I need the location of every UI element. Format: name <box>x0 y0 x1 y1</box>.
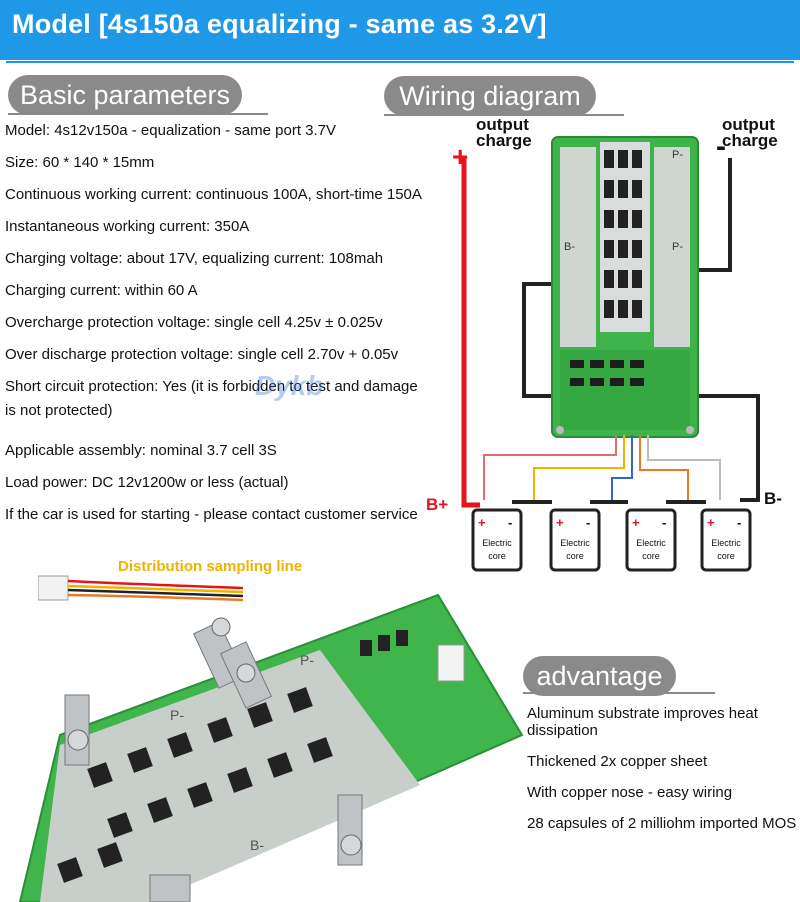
advantage-item: Aluminum substrate improves heat dissipa… <box>527 705 758 739</box>
board-p-minus-label-2: P- <box>672 241 683 253</box>
param-assembly: Applicable assembly: nominal 3.7 cell 3S <box>5 442 277 459</box>
svg-text:-: - <box>662 515 666 530</box>
photo-pad-b: B- <box>250 837 264 853</box>
param-load-power: Load power: DC 12v1200w or less (actual) <box>5 474 289 491</box>
output-label-left-2: charge <box>476 131 532 150</box>
page-title: Model [4s150a equalizing - same as 3.2V] <box>12 9 547 39</box>
sampling-wire-orange <box>639 435 689 500</box>
param-charging-current: Charging current: within 60 A <box>5 282 198 299</box>
param-model: Model: 4s12v150a - equalization - same p… <box>5 122 337 139</box>
sampling-connector <box>38 575 244 602</box>
param-continuous-current: Continuous working current: continuous 1… <box>5 186 422 203</box>
param-starting: If the car is used for starting - please… <box>5 506 418 523</box>
svg-text:+: + <box>556 515 564 530</box>
banner-divider <box>6 61 794 63</box>
parameters-list: Model: 4s12v150a - equalization - same p… <box>5 120 475 536</box>
basic-parameters-underline <box>8 113 268 115</box>
svg-text:-: - <box>508 515 512 530</box>
svg-text:Electric: Electric <box>482 538 512 548</box>
param-size: Size: 60 * 140 * 15mm <box>5 154 155 171</box>
advantage-item: Thickened 2x copper sheet <box>527 753 708 770</box>
sampling-wire-gray <box>647 435 721 500</box>
svg-text:+: + <box>632 515 640 530</box>
basic-parameters-heading: Basic parameters <box>8 75 242 115</box>
svg-text:core: core <box>566 551 584 561</box>
svg-text:core: core <box>488 551 506 561</box>
svg-text:Electric: Electric <box>711 538 741 548</box>
photo-pad-p2: P- <box>300 652 314 668</box>
b-plus-label: B+ <box>426 495 448 514</box>
wiring-diagram-heading: Wiring diagram <box>384 76 596 116</box>
svg-text:-: - <box>737 515 741 530</box>
board-p-minus-label-1: P- <box>672 149 683 161</box>
output-label-right-2: charge <box>722 131 778 150</box>
wiring-diagram-underline <box>384 114 624 116</box>
advantage-item: With copper nose - easy wiring <box>527 784 733 801</box>
param-overcharge: Overcharge protection voltage: single ce… <box>5 314 383 331</box>
svg-text:+: + <box>707 515 715 530</box>
advantage-item: 28 capsules of 2 milliohm imported MOS <box>527 815 797 832</box>
param-overdischarge: Over discharge protection voltage: singl… <box>5 346 399 363</box>
param-instantaneous-current: Instantaneous working current: 350A <box>5 218 250 235</box>
svg-text:-: - <box>586 515 590 530</box>
battery-cell-1: + - Electric core <box>471 508 523 572</box>
svg-text:core: core <box>717 551 735 561</box>
advantage-underline <box>523 692 715 694</box>
svg-text:Electric: Electric <box>560 538 590 548</box>
sampling-wire-yellow <box>533 435 625 500</box>
b-minus-label: B- <box>764 489 782 508</box>
minus-sign: - <box>716 130 726 163</box>
advantages-list: Aluminum substrate improves heat dissipa… <box>527 705 797 846</box>
sampling-wire-red <box>483 435 617 500</box>
watermark-logo: Dykb <box>255 370 324 401</box>
svg-text:+: + <box>478 515 486 530</box>
battery-cell-2: + - Electric core <box>549 508 601 572</box>
output-label-right-1: output <box>722 115 775 134</box>
battery-cell-4: + - Electric core <box>700 508 752 572</box>
sampling-wire-blue <box>611 435 633 500</box>
bms-board-photo: P- P- B- <box>18 593 524 902</box>
param-short-circuit-cont: is not protected) <box>5 402 113 419</box>
positive-wire <box>461 158 480 508</box>
distribution-label: Distribution sampling line <box>118 558 303 575</box>
output-label-left-1: output <box>476 115 529 134</box>
photo-pad-p1: P- <box>170 707 184 723</box>
battery-cell-3: + - Electric core <box>625 508 677 572</box>
param-charging-voltage: Charging voltage: about 17V, equalizing … <box>5 250 384 267</box>
bms-board: B- P- P- <box>551 136 699 438</box>
wiring-diagram: output charge output charge + - B- P- P- <box>426 115 782 572</box>
board-b-minus-label: B- <box>564 241 575 253</box>
advantage-heading: advantage <box>523 656 676 696</box>
param-short-circuit: Short circuit protection: Yes (it is for… <box>5 378 418 395</box>
title-banner: Model [4s150a equalizing - same as 3.2V] <box>0 0 800 60</box>
svg-text:Electric: Electric <box>636 538 666 548</box>
svg-text:core: core <box>642 551 660 561</box>
